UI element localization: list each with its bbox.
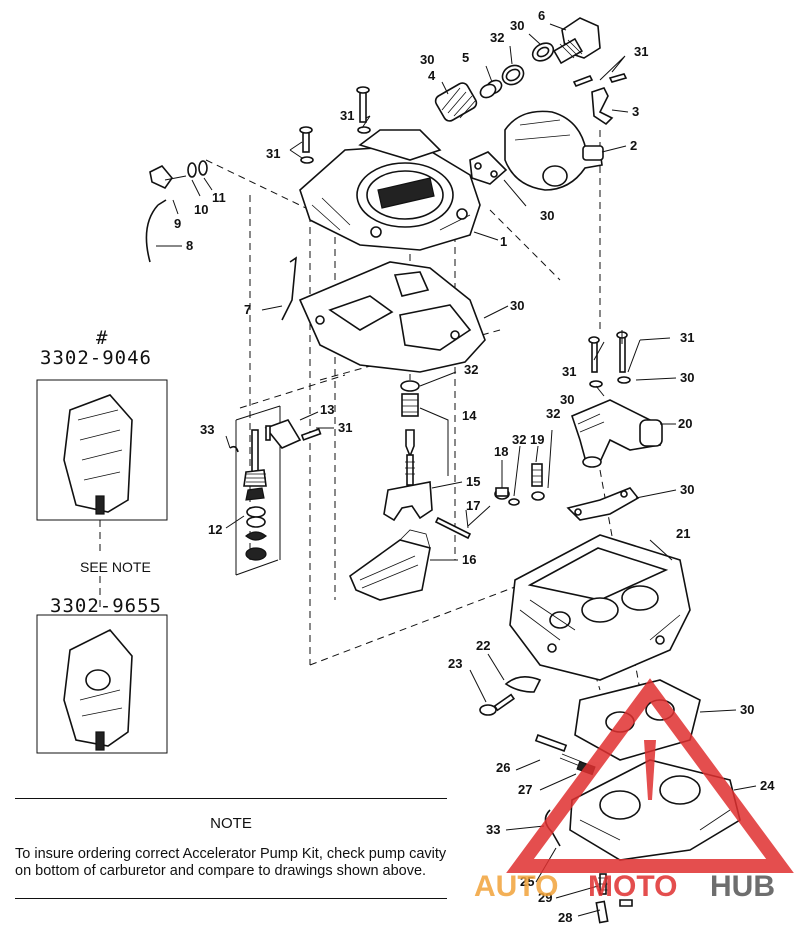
callout-30-h: 30: [740, 702, 754, 717]
variant-box-3302-9655: [36, 614, 168, 754]
callout-20: 20: [678, 416, 692, 431]
choke-gasket: [469, 151, 508, 185]
part-22-choke-clip: [504, 676, 542, 693]
callout-10: 10: [194, 202, 208, 217]
part-23-screw: [479, 693, 516, 716]
part-6-inlet-fitting: [553, 17, 601, 65]
part-33-clip-left: [229, 445, 239, 453]
callout-32-c: 32: [512, 432, 526, 447]
callout-15: 15: [466, 474, 480, 489]
watermark-brand-auto: AUTO: [474, 870, 558, 903]
note-body: To insure ordering correct Accelerator P…: [15, 846, 447, 879]
part-21-main-body: [509, 534, 691, 681]
callout-30-e: 30: [560, 392, 574, 407]
part-2-choke-housing: [504, 110, 604, 191]
note-title: NOTE: [210, 815, 252, 832]
automotohub-watermark-logo: AUTO MOTO HUB: [474, 678, 794, 903]
part-14-needle-seat: [400, 380, 420, 486]
callout-labels: 1 2 3 4 5 6 7 8 9 10 11 12 13 14 15 16 1…: [174, 8, 775, 925]
variant-box-3302-9046: [36, 379, 168, 521]
callout-26: 26: [496, 760, 510, 775]
see-note-label: SEE NOTE: [80, 559, 151, 575]
callout-30-d: 30: [510, 298, 524, 313]
top-washers: [479, 42, 555, 99]
part-13-pump-lever: [264, 419, 322, 449]
part-16-float: [349, 529, 431, 601]
watermark-exclamation: [644, 740, 656, 800]
callout-31-f: 31: [680, 330, 694, 345]
callout-30-c: 30: [540, 208, 554, 223]
parts-18-19-small-jets: [494, 463, 545, 506]
callout-24: 24: [760, 778, 775, 793]
callout-23: 23: [448, 656, 462, 671]
callout-13: 13: [320, 402, 334, 417]
callout-2: 2: [630, 138, 637, 153]
callout-31-e: 31: [562, 364, 576, 379]
part-17-float-pin: [434, 516, 472, 540]
part-12-accelerator-pump: [235, 405, 281, 576]
callout-7: 7: [244, 302, 251, 317]
callout-22: 22: [476, 638, 490, 653]
callout-11: 11: [212, 190, 226, 205]
part-30-base-gasket: [574, 679, 701, 761]
part-24-throttle-body: [569, 759, 741, 861]
callout-30-a: 30: [420, 52, 434, 67]
callout-12: 12: [208, 522, 222, 537]
callout-30-g: 30: [680, 482, 694, 497]
part-1-air-horn: [299, 129, 481, 251]
part-20-throttle-lever-assembly: [571, 331, 663, 468]
callout-32-a: 32: [490, 30, 504, 45]
callout-30-b: 30: [510, 18, 524, 33]
watermark-triangle: [506, 678, 794, 873]
part-30-bracket-gasket: [566, 487, 640, 521]
callout-18: 18: [494, 444, 508, 459]
callout-21: 21: [676, 526, 690, 541]
callout-32-b: 32: [464, 362, 478, 377]
callout-17: 17: [466, 498, 480, 513]
callout-27: 27: [518, 782, 532, 797]
callout-28: 28: [558, 910, 572, 925]
part-4-fuel-filter: [434, 82, 478, 122]
callout-32-d: 32: [546, 406, 560, 421]
callout-31-d: 31: [338, 420, 352, 435]
callout-1: 1: [500, 234, 507, 249]
screws-31-top-right: [572, 73, 628, 88]
variant-part-number-1: 3302-9046: [40, 347, 152, 369]
watermark-brand-hub: HUB: [710, 870, 775, 903]
callout-30-f: 30: [680, 370, 694, 385]
callout-16: 16: [462, 552, 476, 567]
callout-5: 5: [462, 50, 469, 65]
callout-25: 25: [520, 874, 534, 889]
watermark-brand-moto: MOTO: [588, 870, 677, 903]
part-15-float-hinge: [383, 481, 433, 522]
part-30-air-horn-gasket: [298, 261, 486, 373]
note-top-divider: [15, 798, 447, 799]
callout-3: 3: [632, 104, 639, 119]
part-7-pump-rod: [281, 256, 297, 321]
note-block: NOTE To insure ordering correct Accelera…: [15, 798, 447, 899]
callout-33-a: 33: [200, 422, 214, 437]
callout-14: 14: [462, 408, 477, 423]
callout-8: 8: [186, 238, 193, 253]
callout-6: 6: [538, 8, 545, 23]
parts-8-11-choke-linkage: [145, 160, 208, 263]
variant-part-number-2: 3302-9655: [50, 595, 162, 617]
part-3-choke-bracket: [591, 87, 614, 126]
callout-33-b: 33: [486, 822, 500, 837]
callout-19: 19: [530, 432, 544, 447]
callout-31-c: 31: [266, 146, 280, 161]
callout-31-b: 31: [340, 108, 354, 123]
screws-31-air-horn: [299, 86, 371, 164]
callout-9: 9: [174, 216, 181, 231]
note-bottom-divider: [15, 898, 447, 899]
callout-29: 29: [538, 890, 552, 905]
callout-31-a: 31: [634, 44, 648, 59]
leader-lines: [156, 23, 757, 917]
callout-4: 4: [428, 68, 436, 83]
hash-mark: #: [96, 327, 108, 349]
